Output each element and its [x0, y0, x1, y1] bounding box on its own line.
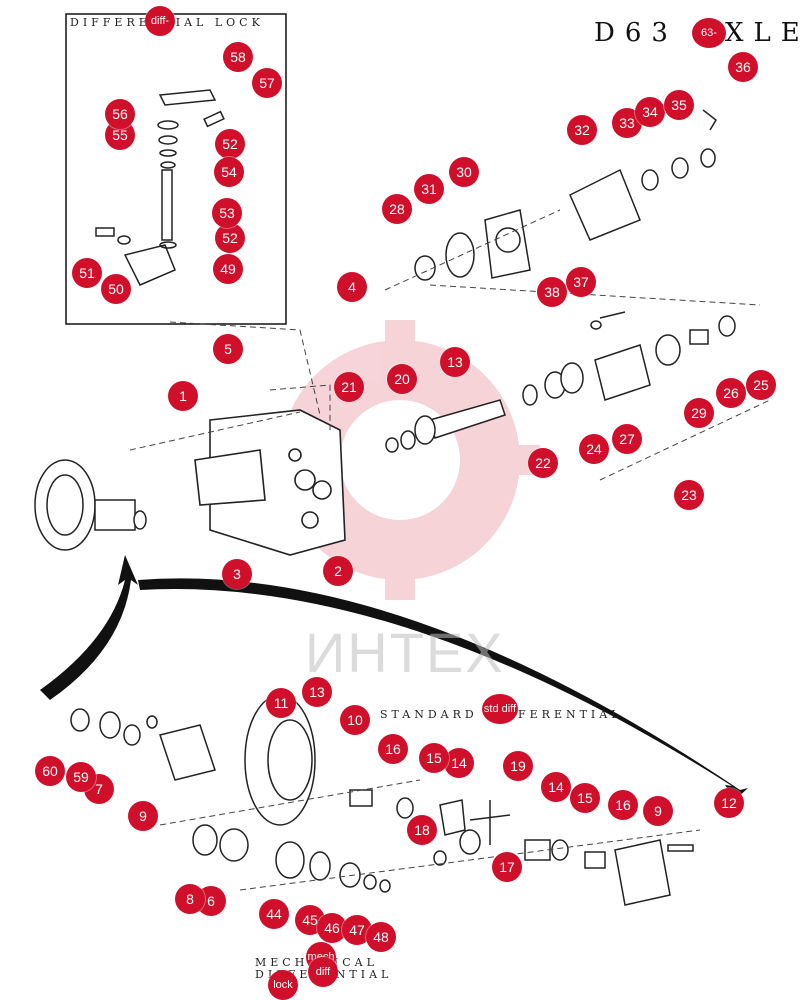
callout-pin[interactable]: 37 [566, 267, 596, 297]
callout-pin[interactable]: 24 [579, 434, 609, 464]
callout-pin[interactable]: 53 [212, 198, 242, 228]
differential-assembly-top [34, 459, 147, 551]
inset-parts [95, 89, 225, 286]
yoke-flange-assembly [414, 109, 717, 281]
mechanical-lock-badge-3: lock [268, 970, 298, 1000]
callout-pin[interactable]: 57 [252, 68, 282, 98]
callout-pin[interactable]: 20 [387, 364, 417, 394]
callout-pin[interactable]: 11 [266, 688, 296, 718]
standard-differential-parts [70, 694, 694, 906]
mechanical-lock-badge-2: diff [308, 957, 338, 987]
callout-pin[interactable]: 30 [449, 157, 479, 187]
callout-pin[interactable]: 12 [714, 788, 744, 818]
callout-pin[interactable]: 14 [541, 772, 571, 802]
callout-pin[interactable]: 13 [440, 347, 470, 377]
callout-pin[interactable]: 58 [223, 42, 253, 72]
callout-pin[interactable]: 22 [528, 448, 558, 478]
callout-pin[interactable]: 48 [366, 922, 396, 952]
callout-pin[interactable]: 52 [215, 129, 245, 159]
callout-pin[interactable]: 44 [259, 899, 289, 929]
callout-pin[interactable]: 4 [337, 272, 367, 302]
callout-pin[interactable]: 29 [684, 398, 714, 428]
callout-pin[interactable]: 56 [105, 99, 135, 129]
callout-pin[interactable]: 59 [66, 762, 96, 792]
callout-pin[interactable]: 26 [716, 378, 746, 408]
callout-pin[interactable]: 21 [334, 372, 364, 402]
title-tag-badge: 63-axle [692, 18, 726, 69]
axle-housing [194, 409, 346, 556]
callout-pin[interactable]: 16 [608, 790, 638, 820]
differential-lock-badge: diff-lock [145, 6, 175, 57]
callout-pin[interactable]: 38 [537, 277, 567, 307]
callout-pin[interactable]: 13 [302, 677, 332, 707]
callout-pin[interactable]: 34 [635, 97, 665, 127]
standard-differential-badge: std diff [482, 694, 518, 724]
callout-pin[interactable]: 36 [728, 52, 758, 82]
callout-pin[interactable]: 50 [101, 274, 131, 304]
differential-lock-inset-box [65, 13, 287, 325]
callout-pin[interactable]: 16 [378, 734, 408, 764]
callout-pin[interactable]: 28 [382, 194, 412, 224]
callout-pin[interactable]: 19 [503, 751, 533, 781]
watermark-text: ИНТЕХ [305, 621, 505, 684]
leader-lines [129, 209, 771, 891]
callout-pin[interactable]: 31 [414, 174, 444, 204]
callout-pin[interactable]: 25 [746, 370, 776, 400]
callout-pin[interactable]: 60 [35, 756, 65, 786]
callout-pin[interactable]: 27 [612, 424, 642, 454]
callout-pin[interactable]: 15 [419, 743, 449, 773]
callout-pin[interactable]: 3 [222, 559, 252, 589]
callout-pin[interactable]: 32 [567, 115, 597, 145]
callout-pin[interactable]: 49 [213, 254, 243, 284]
callout-pin[interactable]: 54 [214, 157, 244, 187]
callout-pin[interactable]: 8 [175, 884, 205, 914]
flow-arrow [40, 555, 748, 800]
callout-pin[interactable]: 9 [128, 801, 158, 831]
callout-pin[interactable]: 23 [674, 480, 704, 510]
callout-pin[interactable]: 52 [215, 223, 245, 253]
callout-pin[interactable]: 5 [213, 334, 243, 364]
callout-pin[interactable]: 2 [323, 556, 353, 586]
callout-pin[interactable]: 14 [444, 748, 474, 778]
callout-pin[interactable]: 15 [570, 783, 600, 813]
pinion-assembly [385, 311, 736, 453]
callout-pin[interactable]: 17 [492, 852, 522, 882]
callout-pin[interactable]: 51 [72, 258, 102, 288]
callout-pin[interactable]: 1 [168, 381, 198, 411]
callout-pin[interactable]: 9 [643, 796, 673, 826]
callout-pin[interactable]: 18 [407, 815, 437, 845]
callout-pin[interactable]: 35 [664, 90, 694, 120]
callout-pin[interactable]: 10 [340, 705, 370, 735]
